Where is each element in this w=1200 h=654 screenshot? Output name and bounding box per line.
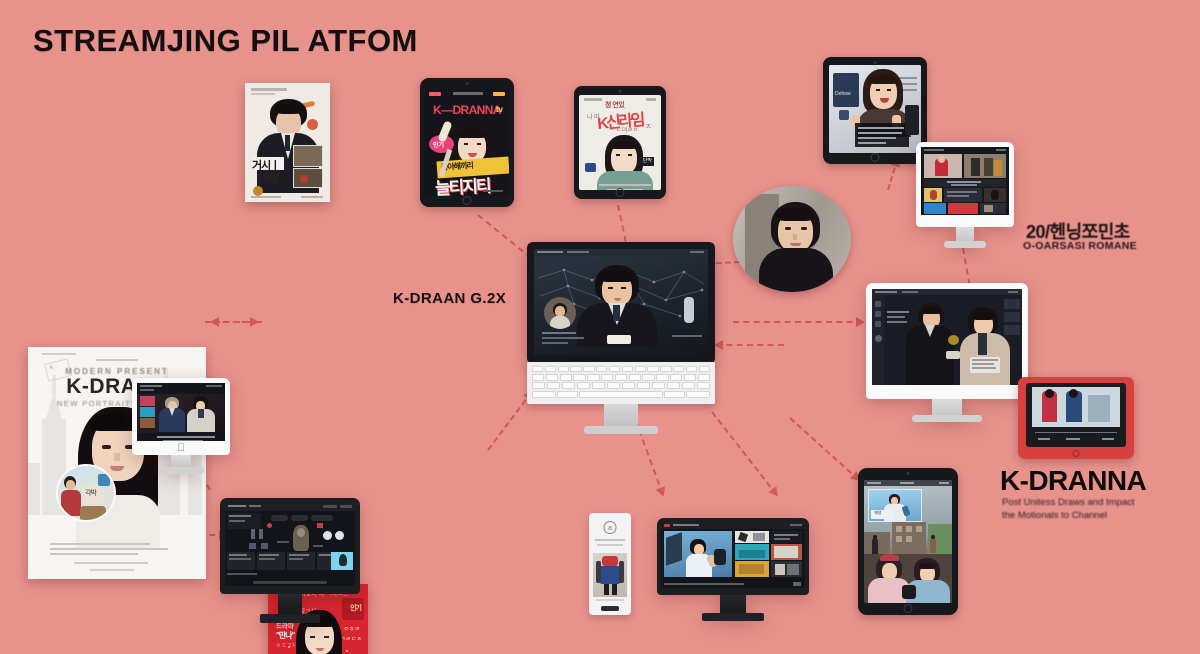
tablet-interview-clip[interactable]: Defose <box>823 57 927 164</box>
label-top-right-title: 20/헨닝쪼민초 <box>1026 222 1130 242</box>
home-button[interactable] <box>462 196 472 205</box>
imac-content-browse-grid[interactable] <box>916 142 1014 248</box>
arrow-poster-bottom-to-laptop <box>487 387 537 451</box>
laptop-stand-neck <box>604 403 638 426</box>
imac-stand-neck <box>171 455 191 467</box>
imac-body <box>132 378 230 455</box>
kiosk-slot[interactable] <box>601 606 619 611</box>
home-button[interactable] <box>615 188 625 197</box>
camera-dot <box>618 90 622 93</box>
laptop-screen[interactable] <box>534 249 708 355</box>
imac-stand-foot <box>944 241 986 248</box>
imac-screen[interactable] <box>872 289 1022 385</box>
laptop-keyboard[interactable] <box>527 362 715 404</box>
monitor-stand-foot <box>260 614 320 623</box>
monitor-stand-foot <box>702 613 764 621</box>
poster-subtitle: NEW PORTRAITS SERIES <box>57 399 177 408</box>
monitor-body <box>220 498 360 594</box>
camera-dot <box>906 472 910 475</box>
tablet-poster-korean-script[interactable]: 청 연있 K신라임 ㅡ ㄴ뎌ㄹㅇ 나 따 ㅈ 단막 <box>574 86 666 199</box>
tablet-screen[interactable]: Defose <box>829 65 921 153</box>
imac-screen[interactable] <box>137 383 225 441</box>
imac-body <box>916 142 1014 227</box>
kiosk-white-vertical[interactable]: a <box>589 513 631 615</box>
imac-body <box>866 283 1028 399</box>
monitor-body <box>657 518 809 595</box>
imac-stand-foot <box>158 467 204 474</box>
home-button[interactable] <box>903 604 913 613</box>
monitor-screen[interactable] <box>225 503 355 586</box>
imac-right-drama-player[interactable] <box>866 283 1028 422</box>
kiosk-logo-icon <box>603 521 617 534</box>
label-bottom-right-line2: the Motionals to Channel <box>1002 510 1108 521</box>
avatar-featured-actor[interactable] <box>733 186 851 292</box>
laptop-stand-foot <box>584 425 658 434</box>
phone-poster-k-dranna[interactable]: K—DRANNA tv 인기 좋아해끼리 늘티지티 <box>420 78 514 207</box>
monitor-screen[interactable] <box>661 522 805 588</box>
poster-eyebrow: MODERN PRESENT <box>65 367 169 376</box>
home-button[interactable] <box>870 153 880 162</box>
camera-dot <box>465 82 469 85</box>
label-bottom-right-title: K-DRANNA <box>1000 465 1147 496</box>
laptop-center-player[interactable] <box>527 242 715 434</box>
tablet-street-scene[interactable]: 재생 <box>858 468 958 615</box>
monitor-stand-neck <box>278 594 302 614</box>
imac-small-left-scene[interactable]:  <box>132 378 230 474</box>
imac-stand-neck <box>956 227 974 241</box>
arrow-laptop-to-monitor-wide <box>711 411 782 500</box>
apple-logo-icon:  <box>177 442 185 454</box>
label-bottom-right-line1: Post Unitess Draws and Impact <box>1002 497 1135 508</box>
monitor-stand-neck <box>720 595 746 613</box>
tablet-screen[interactable]: 재생 <box>864 480 952 603</box>
label-center-node: K-DRAAN G.2X <box>393 290 507 307</box>
imac-stand-neck <box>932 399 962 415</box>
laptop-lid <box>527 242 715 364</box>
label-top-right-subtitle: O-OARSASI ROMANE <box>1023 240 1137 252</box>
phone-poster-title: K—DRANNA <box>433 103 501 117</box>
monitor-dashboard-dark[interactable] <box>220 498 360 623</box>
home-button[interactable] <box>1072 450 1080 457</box>
page-title: STREAMJING PIL ATFOM <box>33 23 418 58</box>
imac-screen[interactable] <box>921 147 1009 215</box>
imac-stand-foot <box>912 415 982 422</box>
camera-dot <box>873 61 877 64</box>
monitor-wide-video-grid[interactable] <box>657 518 809 621</box>
arrow-imacright-to-tablet-br <box>789 417 864 485</box>
tablet-red-frame-clip[interactable] <box>1018 377 1134 459</box>
tablet-screen[interactable]: 청 연있 K신라임 ㅡ ㄴ뎌ㄹㅇ 나 따 ㅈ 단막 <box>579 95 661 190</box>
phone-screen[interactable]: K—DRANNA tv 인기 좋아해끼리 늘티지티 <box>425 89 509 196</box>
poster-top-left-actor[interactable]: 거시ㅣ ㅣ0렇 <box>245 83 330 202</box>
